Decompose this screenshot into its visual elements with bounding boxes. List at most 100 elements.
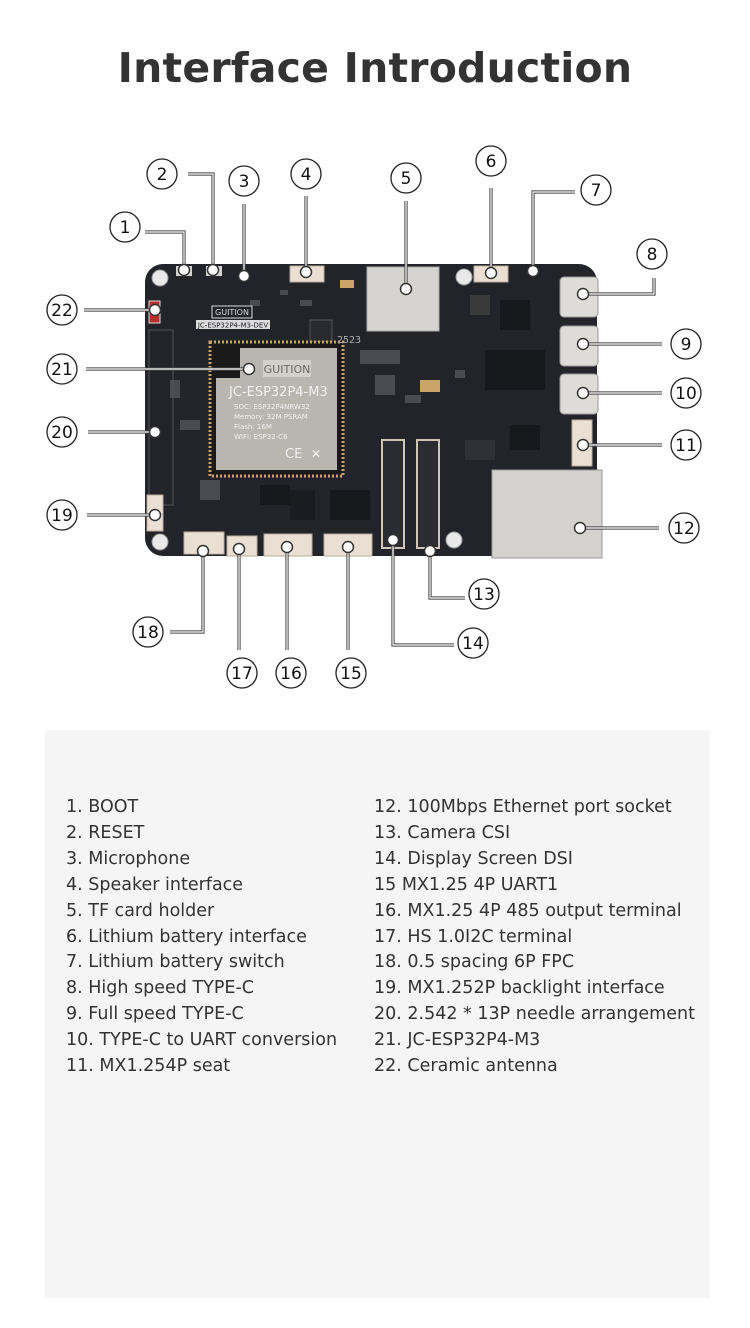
module-name: JC-ESP32P4-M3 (228, 385, 328, 400)
leader-dot (386, 533, 400, 547)
leader-lines (84, 172, 662, 650)
callout-number: 21 (51, 360, 73, 380)
legend-item: 20. 2.542 * 13P needle arrangement (374, 1004, 695, 1025)
legend-item: 17. HS 1.0I2C terminal (374, 926, 573, 947)
leader-dot (148, 508, 162, 522)
leader-dot (576, 386, 590, 400)
legend-item: 15 MX1.25 4P UART1 (374, 874, 559, 895)
board-diagram: GUITION JC-ESP32P4-M3-DEV GUITION JC-ESP… (46, 145, 702, 689)
tf-card-holder (366, 266, 440, 332)
callout-number: 19 (51, 506, 73, 526)
callout-circle (290, 158, 322, 190)
callout-circle (390, 162, 422, 194)
callout-circle (46, 353, 78, 385)
legend-item: 2. RESET (66, 822, 145, 843)
leader-line (531, 190, 575, 271)
leader-dot (242, 362, 256, 376)
callout-number: 16 (280, 664, 302, 684)
callout-number: 13 (473, 585, 495, 605)
callout-number: 20 (51, 423, 73, 443)
mounting-hole (445, 531, 463, 549)
callout-circle (457, 627, 489, 659)
silk-brand: GUITION (215, 308, 249, 317)
callout-circle (670, 429, 702, 461)
callout-circle (335, 657, 367, 689)
callout-circle (275, 657, 307, 689)
module-soc: SOC: ESP32P4NRW32 (234, 403, 310, 411)
callout-circle (46, 294, 78, 326)
mounting-hole (151, 533, 169, 551)
legend-item: 16. MX1.25 4P 485 output terminal (374, 900, 682, 921)
module-flash: Flash: 16M (234, 423, 272, 431)
callout-number: 18 (137, 623, 159, 643)
leader-line (170, 551, 205, 634)
callout-number: 10 (675, 384, 697, 404)
leader-dot (423, 544, 437, 558)
legend-item: 4. Speaker interface (66, 874, 244, 895)
callout-circle (46, 416, 78, 448)
callout-number: 12 (673, 519, 695, 539)
callout-number: 14 (462, 634, 484, 654)
leader-dot (526, 264, 540, 278)
leader-dot (232, 542, 246, 556)
module-logo: GUITION (264, 363, 311, 376)
callout-badge: 7 (580, 174, 612, 206)
leader-line-inner (583, 278, 655, 295)
callout-badge: 3 (228, 165, 260, 197)
silk-date-code: 2523 (337, 335, 361, 346)
leader-line-inner (392, 540, 454, 646)
callout-badge: 20 (46, 416, 78, 448)
callout-circle (636, 238, 668, 270)
callout-number: 2 (157, 165, 168, 185)
pcb-board: GUITION JC-ESP32P4-M3-DEV GUITION JC-ESP… (145, 264, 603, 559)
mounting-hole (151, 269, 169, 287)
leader-dot (399, 282, 413, 296)
legend-item: 5. TF card holder (66, 900, 215, 921)
callout-badge: 21 (46, 353, 78, 385)
guition-silk-logo: GUITION (211, 305, 253, 319)
callout-circle (146, 158, 178, 190)
leader-dot (576, 337, 590, 351)
callout-number: 15 (340, 664, 362, 684)
callout-badge: 16 (275, 657, 307, 689)
callout-number: 3 (239, 172, 250, 192)
callout-badge: 6 (475, 145, 507, 177)
callout-number: 17 (231, 664, 253, 684)
leader-line (188, 172, 215, 270)
callout-circle (670, 377, 702, 409)
callout-badge: 8 (636, 238, 668, 270)
callout-circle (580, 174, 612, 206)
callout-circle (670, 328, 702, 360)
legend-item: 7. Lithium battery switch (66, 952, 285, 973)
leader-dot (206, 263, 220, 277)
legend-item: 21. JC-ESP32P4-M3 (374, 1030, 541, 1051)
silk-board-label: JC-ESP32P4-M3-DEV (197, 322, 269, 330)
leader-line-inner (188, 173, 214, 270)
ce-mark: CE (285, 447, 302, 462)
callout-badge: 18 (132, 616, 164, 648)
callout-circle (46, 499, 78, 531)
callout-number: 11 (675, 436, 697, 456)
legend-item: 8. High speed TYPE-C (66, 978, 254, 999)
page-title: Interface Introduction (117, 44, 633, 92)
leader-dot (484, 266, 498, 280)
callout-badge: 10 (670, 377, 702, 409)
leader-dot (177, 263, 191, 277)
callout-number: 4 (301, 165, 312, 185)
module-memory: Memory: 32M PSRAM (234, 413, 308, 421)
ethernet-port (491, 469, 603, 559)
dsi-connector (381, 439, 405, 549)
callout-number: 22 (51, 301, 73, 321)
legend-item: 19. MX1.252P backlight interface (374, 978, 665, 999)
legend-panel (45, 730, 710, 1298)
esp-module: GUITION JC-ESP32P4-M3 SOC: ESP32P4NRW32 … (208, 340, 345, 478)
leader-line-inner (145, 231, 185, 270)
leader-line (428, 551, 465, 600)
leader-dot (341, 540, 355, 554)
callout-badge: 2 (146, 158, 178, 190)
legend-item: 18. 0.5 spacing 6P FPC (374, 952, 575, 973)
callout-number: 9 (681, 335, 692, 355)
legend-item: 6. Lithium battery interface (66, 926, 307, 947)
